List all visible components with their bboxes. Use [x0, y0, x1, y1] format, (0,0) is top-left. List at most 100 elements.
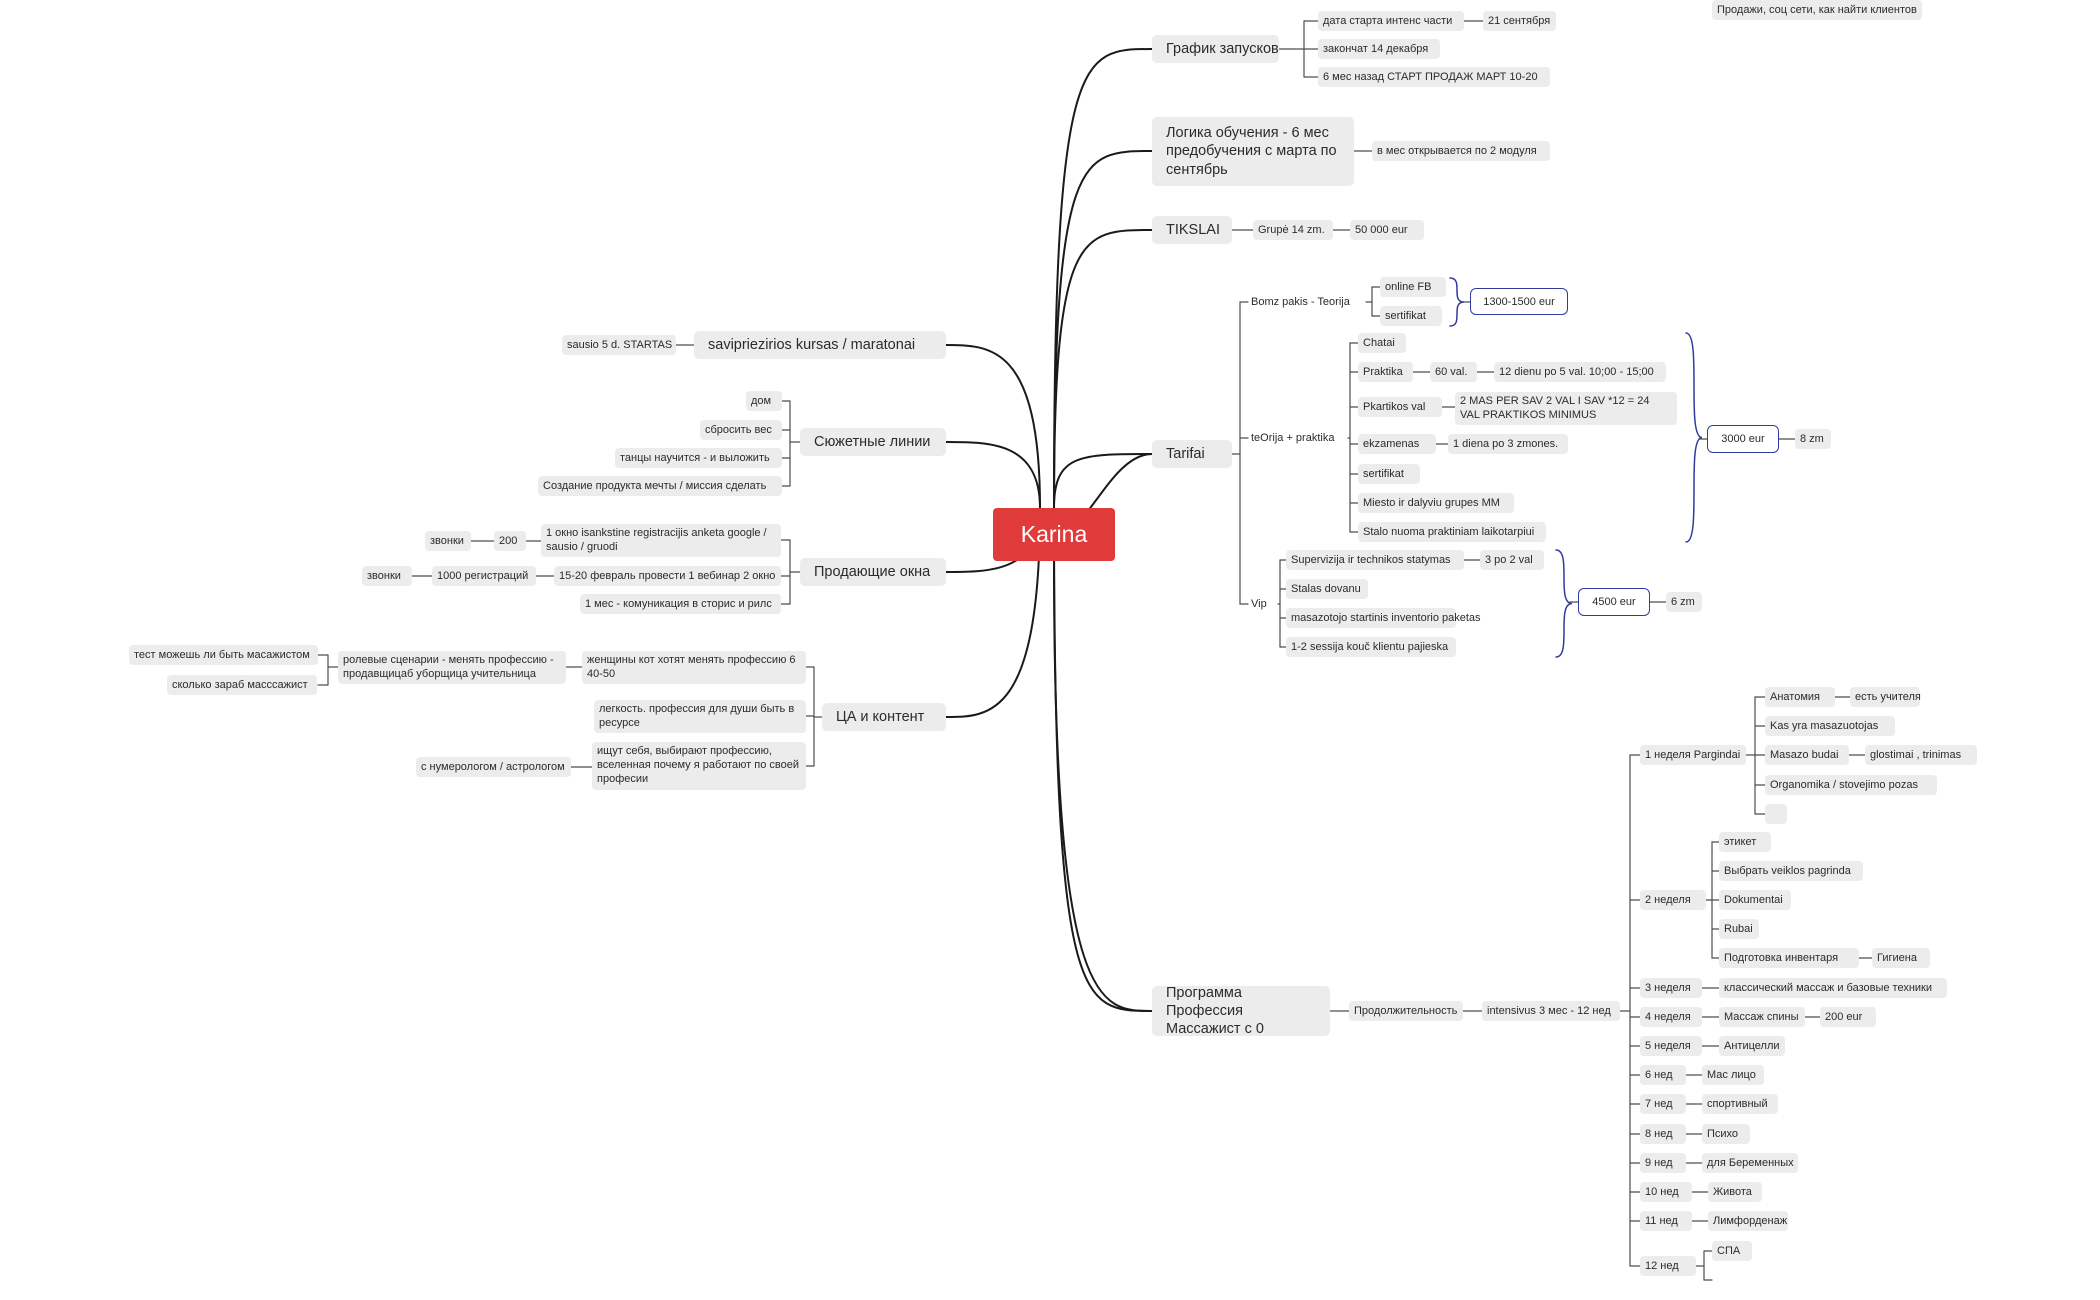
plot-dream-product[interactable]: Создание продукта мечты / миссия сделать: [538, 476, 782, 496]
week9-topic[interactable]: для Беременных: [1702, 1153, 1798, 1173]
week6-topic[interactable]: Мас лицо: [1702, 1065, 1764, 1085]
topic-learning-logic[interactable]: Логика обучения - 6 мес предобучения с м…: [1152, 117, 1354, 186]
tikslai-group[interactable]: Grupė 14 zm.: [1253, 220, 1333, 240]
vip-3-po-2-val[interactable]: 3 po 2 val: [1480, 550, 1544, 570]
root-topic[interactable]: Karina: [993, 508, 1115, 561]
week2-gigiena[interactable]: Гигиена: [1872, 948, 1930, 968]
audience-searching[interactable]: ищут себя, выбирают профессию, вселенная…: [592, 742, 806, 790]
week1-masazo-budai[interactable]: Masazo budai: [1765, 745, 1849, 765]
week12-sales[interactable]: Продажи, соц сети, как найти клиентов: [1712, 0, 1922, 20]
week5-topic[interactable]: Антицелли: [1719, 1036, 1785, 1056]
audience-lightness[interactable]: легкость. профессия для души быть в ресу…: [594, 700, 806, 733]
topic-tikslai[interactable]: TIKSLAI: [1152, 216, 1232, 244]
week4[interactable]: 4 неделя: [1640, 1007, 1702, 1027]
topic-course[interactable]: savipriezirios kursas / maratonai: [694, 331, 946, 359]
week7-topic[interactable]: спортивный: [1702, 1094, 1778, 1114]
schedule-start-date[interactable]: дата старта интенс части: [1318, 11, 1464, 31]
week4-price[interactable]: 200 eur: [1820, 1007, 1876, 1027]
week8[interactable]: 8 нед: [1640, 1124, 1686, 1144]
audience-role-scenarios[interactable]: ролевые сценарии - менять профессию - пр…: [338, 651, 566, 684]
bomz-price-summary[interactable]: 1300-1500 eur: [1470, 288, 1568, 315]
vip-kouc-sessija[interactable]: 1-2 sessija kouč klientu pajieska: [1286, 637, 1456, 657]
tp-stalo-nuoma[interactable]: Stalo nuoma praktiniam laikotarpiui: [1358, 522, 1546, 542]
teorija-price-summary[interactable]: 3000 eur: [1707, 425, 1779, 453]
week2[interactable]: 2 неделя: [1640, 890, 1706, 910]
window-2-registrations[interactable]: 1000 регистраций: [432, 566, 536, 586]
schedule-sep-21[interactable]: 21 сентября: [1483, 11, 1556, 31]
tarif-bomz[interactable]: Bomz pakis - Teorija: [1251, 296, 1350, 308]
audience-salary[interactable]: сколько зараб масссажист: [167, 675, 317, 695]
week10[interactable]: 10 нед: [1640, 1182, 1692, 1202]
week1[interactable]: 1 неделя Pargindai: [1640, 745, 1746, 765]
week1-organomika[interactable]: Organomika / stovejimo pozas: [1765, 775, 1937, 795]
tp-chatai[interactable]: Chatai: [1358, 333, 1406, 353]
plot-weight[interactable]: сбросить вес: [700, 420, 782, 440]
topic-schedule[interactable]: График запусков: [1152, 35, 1279, 63]
vip-supervizija[interactable]: Supervizija ir technikos statymas: [1286, 550, 1464, 570]
tp-pkartikos-val[interactable]: Pkartikos val: [1358, 397, 1442, 417]
tp-miesto-grupes[interactable]: Miesto ir dalyviu grupes MM: [1358, 493, 1514, 513]
week7[interactable]: 7 нед: [1640, 1094, 1686, 1114]
week3[interactable]: 3 неделя: [1640, 978, 1702, 998]
teorija-people[interactable]: 8 zm: [1795, 429, 1831, 449]
week1-anatomija[interactable]: Анатомия: [1765, 687, 1835, 707]
week5[interactable]: 5 неделя: [1640, 1036, 1702, 1056]
week11[interactable]: 11 нед: [1640, 1211, 1692, 1231]
bomz-sertifikat[interactable]: sertifikat: [1380, 306, 1442, 326]
week8-topic[interactable]: Психо: [1702, 1124, 1750, 1144]
week2-rubai[interactable]: Rubai: [1719, 919, 1759, 939]
week6[interactable]: 6 нед: [1640, 1065, 1686, 1085]
week12-spa[interactable]: СПА: [1712, 1241, 1752, 1261]
tarif-vip[interactable]: Vip: [1251, 598, 1267, 610]
week2-etiket[interactable]: этикет: [1719, 832, 1771, 852]
plot-dance[interactable]: танцы научится - и выложить: [615, 448, 782, 468]
week1-kas-yra[interactable]: Kas yra masazuotojas: [1765, 716, 1895, 736]
vip-stalas-dovanu[interactable]: Stalas dovanu: [1286, 579, 1368, 599]
topic-plot-lines[interactable]: Сюжетные линии: [800, 428, 946, 456]
week1-empty-node[interactable]: [1765, 804, 1787, 824]
topic-audience[interactable]: ЦА и контент: [822, 703, 946, 731]
course-start[interactable]: sausio 5 d. STARTAS: [562, 335, 676, 355]
tp-12-dienu[interactable]: 12 dienu po 5 val. 10;00 - 15;00: [1494, 362, 1666, 382]
schedule-sales-start[interactable]: 6 мес назад СТАРТ ПРОДАЖ МАРТ 10-20: [1318, 67, 1550, 87]
week11-topic[interactable]: Лимфорденаж: [1708, 1211, 1788, 1231]
schedule-end[interactable]: закончат 14 декабря: [1318, 39, 1440, 59]
week4-topic[interactable]: Массаж спины: [1719, 1007, 1805, 1027]
logic-modules[interactable]: в мес открывается по 2 модуля: [1372, 141, 1550, 161]
topic-program[interactable]: Программа Профессия Массажист с 0: [1152, 985, 1330, 1037]
tikslai-amount[interactable]: 50 000 eur: [1350, 220, 1424, 240]
tp-practice-minimum[interactable]: 2 MAS PER SAV 2 VAL I SAV *12 = 24 VAL P…: [1455, 392, 1677, 425]
tarif-teorija-praktika[interactable]: teOrija + praktika: [1251, 432, 1335, 444]
week1-glostimai[interactable]: glostimai , trinimas: [1865, 745, 1977, 765]
tp-exam-day[interactable]: 1 diena po 3 zmones.: [1448, 434, 1568, 454]
window-2-webinar[interactable]: 15-20 февраль провести 1 вебинар 2 окно: [554, 566, 781, 586]
bomz-online-fb[interactable]: online FB: [1380, 277, 1446, 297]
topic-tarifai[interactable]: Tarifai: [1152, 440, 1232, 468]
week2-veiklos[interactable]: Выбрать veiklos pagrinda: [1719, 861, 1863, 881]
week10-topic[interactable]: Живота: [1708, 1182, 1762, 1202]
week12[interactable]: 12 нед: [1640, 1256, 1696, 1276]
window-1-200[interactable]: 200: [494, 531, 526, 551]
week3-topic[interactable]: классический массаж и базовые техники: [1719, 978, 1947, 998]
topic-sales-windows[interactable]: Продающие окна: [800, 558, 946, 586]
vip-price-summary[interactable]: 4500 eur: [1578, 588, 1650, 616]
tp-praktika[interactable]: Praktika: [1358, 362, 1413, 382]
tp-60-val[interactable]: 60 val.: [1430, 362, 1477, 382]
plot-home[interactable]: дом: [746, 391, 782, 411]
vip-inventorio-paketas[interactable]: masazotojo startinis inventorio paketas: [1286, 608, 1481, 628]
tp-sertifikat[interactable]: sertifikat: [1358, 464, 1420, 484]
program-intensive[interactable]: intensivus 3 мес - 12 нед: [1482, 1001, 1620, 1021]
audience-women[interactable]: женщины кот хотят менять профессию 6 40-…: [582, 651, 806, 684]
vip-people[interactable]: 6 zm: [1666, 592, 1702, 612]
tp-ekzamenas[interactable]: ekzamenas: [1358, 434, 1436, 454]
window-3-stories[interactable]: 1 мес - комуникация в сторис и рилс: [580, 594, 781, 614]
week9[interactable]: 9 нед: [1640, 1153, 1686, 1173]
week2-dokumentai[interactable]: Dokumentai: [1719, 890, 1791, 910]
window-1[interactable]: 1 окно isankstine registracijis anketa g…: [541, 524, 781, 557]
window-1-calls[interactable]: звонки: [425, 531, 471, 551]
audience-test[interactable]: тест можешь ли быть масажистом: [129, 645, 318, 665]
week1-teachers[interactable]: есть учителя: [1850, 687, 1921, 707]
audience-numerologist[interactable]: с нумерологом / астрологом: [416, 757, 571, 777]
program-duration[interactable]: Продолжительность: [1349, 1001, 1463, 1021]
week2-inventory[interactable]: Подготовка инвентаря: [1719, 948, 1859, 968]
